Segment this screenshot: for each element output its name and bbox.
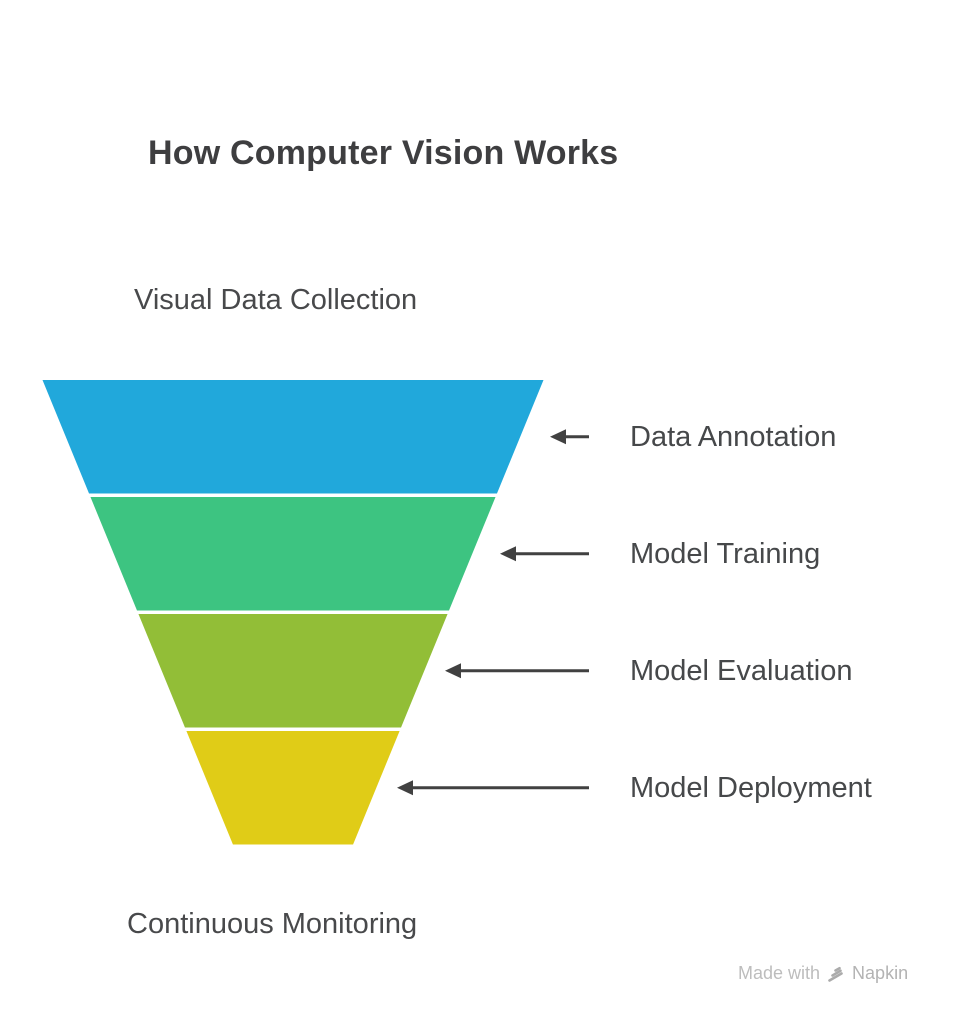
watermark-brand: Napkin bbox=[852, 963, 909, 983]
diagram-title: How Computer Vision Works bbox=[148, 134, 619, 172]
funnel-band-0 bbox=[42, 380, 544, 494]
funnel-band-3 bbox=[186, 731, 400, 845]
napkin-logo-icon bbox=[826, 964, 846, 984]
stage-label-2: Model Evaluation bbox=[630, 654, 853, 687]
funnel-band-2 bbox=[138, 614, 448, 728]
arrow-head-1 bbox=[500, 546, 516, 562]
arrow-head-3 bbox=[397, 780, 413, 796]
funnel-band-1 bbox=[90, 497, 496, 611]
stage-label-0: Data Annotation bbox=[630, 420, 837, 453]
stage-label-3: Model Deployment bbox=[630, 771, 872, 804]
stage-label-1: Model Training bbox=[630, 537, 821, 570]
watermark-prefix: Made with bbox=[738, 963, 821, 983]
funnel-bottom-label: Continuous Monitoring bbox=[127, 908, 418, 940]
arrow-head-0 bbox=[550, 429, 566, 445]
watermark: Made with Napkin bbox=[738, 963, 908, 984]
arrow-head-2 bbox=[445, 663, 461, 679]
funnel-top-label: Visual Data Collection bbox=[134, 284, 418, 316]
